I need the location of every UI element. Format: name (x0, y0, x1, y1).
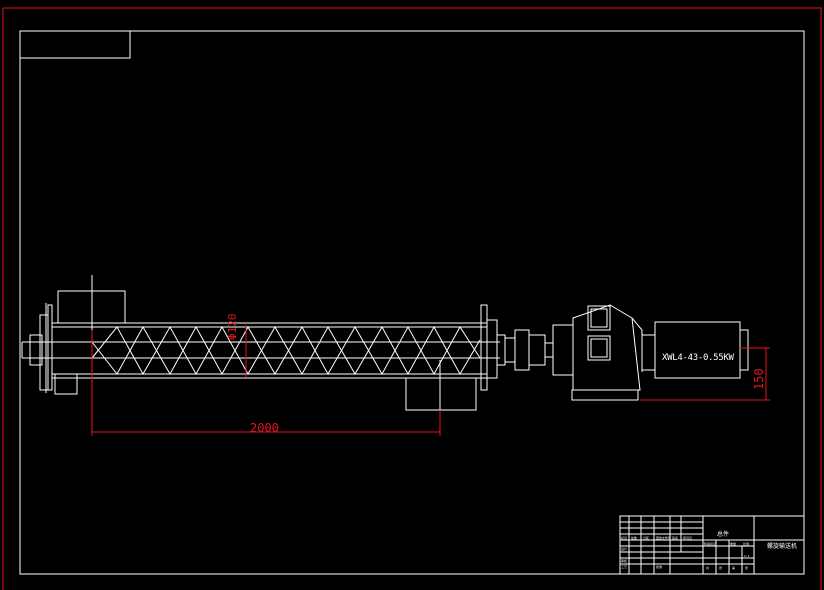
tb-cell: 工艺 (621, 565, 628, 569)
tb-cell: 审核 (621, 559, 628, 563)
tb-cell: 标记 (621, 536, 628, 540)
tb-cell: 张 (745, 566, 749, 570)
tb-cell: 比例 (743, 542, 750, 546)
dimension-diameter-label: Φ120 (226, 313, 239, 341)
tb-cell: 阶段标记 (704, 542, 717, 546)
screw-conveyor (21, 275, 506, 432)
dimension-motor-height (640, 347, 770, 401)
tb-cell: 设计 (621, 547, 628, 551)
tb-cell: 年月日 (683, 536, 693, 540)
title-block-right-cells: 阶段标记 重量 比例 1:1 共 张 第 张 (703, 540, 755, 574)
sheet-outer-frame (2, 7, 822, 590)
drawing-border (19, 30, 805, 575)
tb-cell: 1:1 (744, 554, 750, 558)
tb-cell: 处数 (631, 536, 638, 540)
screw-flight-front (91, 325, 481, 376)
screw-flight-back (91, 325, 481, 376)
tb-cell: 签名 (672, 536, 679, 540)
title-block-drawing-title: 螺旋输送机 (767, 543, 798, 550)
motor-body (654, 321, 741, 379)
title-block-cells: 标记 处数 分区 更改文件号 签名 年月日 设计 审核 工艺 批准 (620, 517, 704, 574)
tb-cell: 分区 (643, 536, 650, 540)
left-end-bearing (29, 303, 78, 395)
tb-cell: 张 (719, 566, 723, 570)
dimension-length (91, 330, 441, 436)
dimension-length-label: 2000 (250, 421, 279, 435)
code-box (19, 30, 131, 59)
motor-model-label: XWL4-43-0.55KW (662, 353, 734, 363)
tb-cell: 第 (732, 566, 736, 570)
dimension-motor-height-label: 150 (752, 368, 766, 390)
tb-cell: 共 (706, 566, 710, 570)
tb-cell: 更改文件号 (656, 536, 672, 540)
title-block-part-name: 总件 (717, 531, 730, 538)
title-block (619, 515, 805, 575)
discharge-outlet (405, 377, 477, 411)
drive-unit (552, 304, 749, 401)
shaft-coupling (504, 329, 554, 371)
tb-cell: 批准 (656, 565, 663, 569)
right-end-bearing (480, 304, 506, 391)
tb-cell: 重量 (730, 542, 737, 546)
